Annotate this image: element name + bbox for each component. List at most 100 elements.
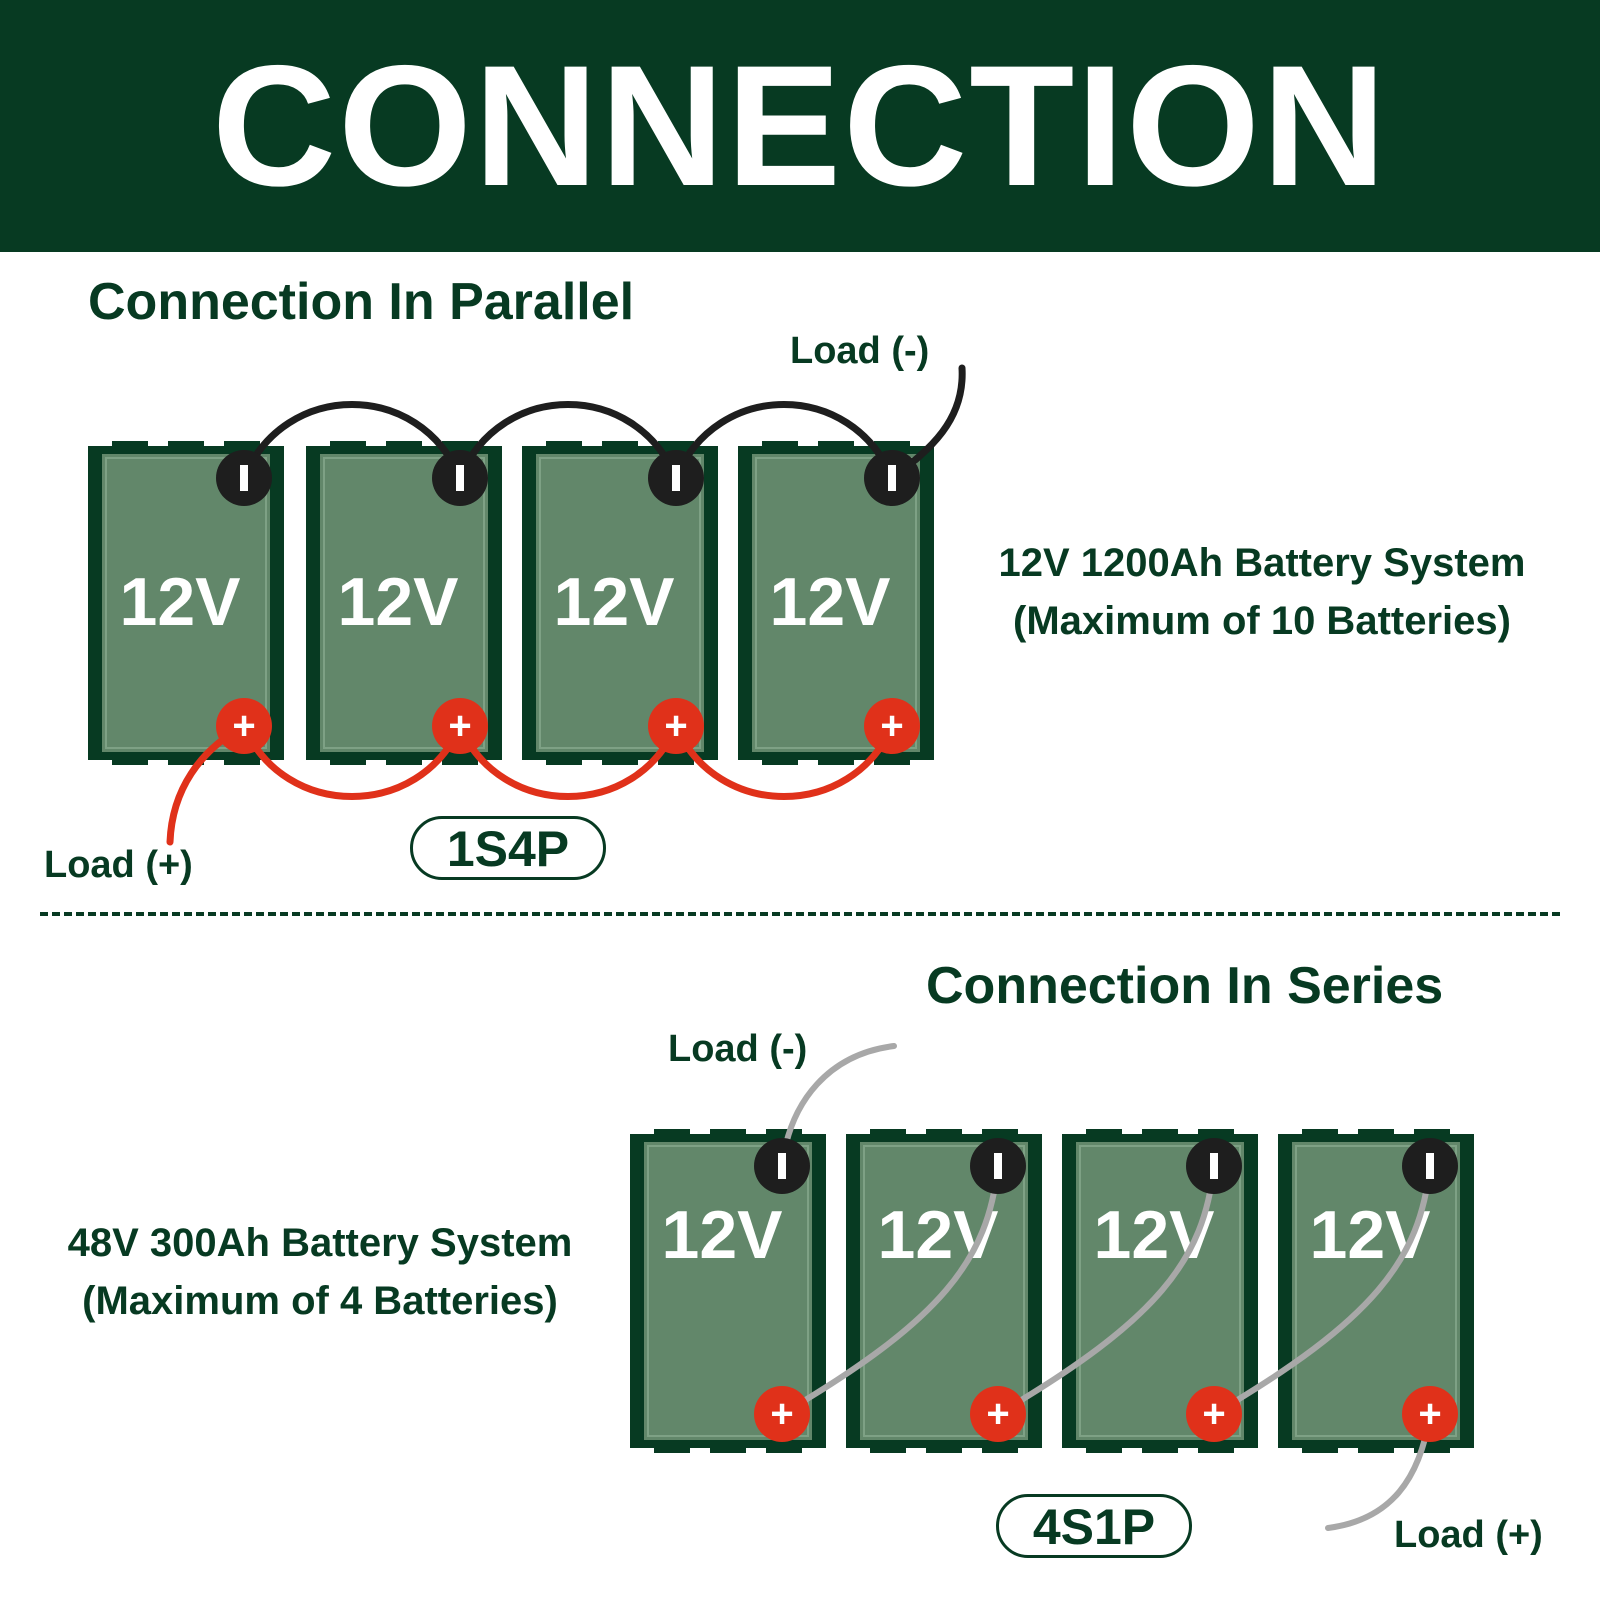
terminal-bar [456,465,464,491]
battery-edge-top [846,1134,1042,1142]
parallel-load-positive-label: Load (+) [44,844,193,886]
positive-terminal-icon [648,698,704,754]
battery-inner-outline [539,457,701,749]
parallel-negative-terminal-3 [648,450,704,506]
terminal-bar [888,465,896,491]
battery-edge-left [88,446,102,760]
series-positive-terminal-1: + [754,1386,810,1442]
terminal-bar [672,465,680,491]
terminal-symbol: + [664,704,687,748]
series-negative-terminal-2 [970,1138,1026,1194]
battery-edge-bottom [1062,1440,1258,1448]
battery-bottom-notch [818,760,854,765]
parallel-negative-jumper-2 [456,401,680,482]
battery-edge-left [738,446,752,760]
terminal-symbol: + [448,704,471,748]
parallel-negative-jumper-1 [240,401,464,482]
positive-terminal-icon [1402,1386,1458,1442]
battery-voltage-label: 12V [554,564,675,640]
parallel-negative-jumper-3 [672,401,896,482]
battery-bottom-notch [602,760,638,765]
battery-bottom-notch [330,760,366,765]
battery-top-notch [1086,1129,1122,1134]
battery-edge-bottom [738,752,934,760]
positive-terminal-icon [970,1386,1026,1442]
battery-edge-bottom [306,752,502,760]
battery-top-notch [1414,1129,1450,1134]
battery-top-notch [330,441,366,446]
parallel-positive-jumper-3 [672,722,896,800]
parallel-load-negative-label: Load (-) [790,330,930,372]
terminals-layer: + + + + + + + + [216,450,1458,1442]
battery-edge-right [812,1134,826,1448]
battery-top-notch [762,441,798,446]
terminal-symbol: + [232,704,255,748]
battery-edge-right [1460,1134,1474,1448]
battery-top-notch [658,441,694,446]
battery-edge-left [306,446,320,760]
parallel-positive-terminal-1: + [216,698,272,754]
terminal-symbol: + [880,704,903,748]
parallel-negative-terminal-2 [432,450,488,506]
terminal-bar [1426,1153,1434,1179]
battery-bottom-notch [386,760,422,765]
battery-bottom-notch [874,760,910,765]
parallel-system-description: 12V 1200Ah Battery System (Maximum of 10… [962,534,1562,650]
series-system-line1: 48V 300Ah Battery System [67,1221,573,1265]
parallel-battery-2: 12V [306,441,502,765]
series-section-title: Connection In Series [926,957,1444,1015]
terminal-symbol: + [986,1392,1009,1436]
series-positive-terminal-4: + [1402,1386,1458,1442]
positive-terminal-icon [216,698,272,754]
battery-edge-bottom [846,1440,1042,1448]
battery-voltage-label: 12V [120,564,241,640]
positive-terminal-icon [432,698,488,754]
battery-top-notch [1302,1129,1338,1134]
battery-edge-bottom [630,1440,826,1448]
battery-edge-top [738,446,934,454]
battery-edge-bottom [88,752,284,760]
wires-front-layer [166,364,1433,1531]
battery-edge-left [1062,1134,1076,1448]
battery-voltage-label: 12V [770,564,891,640]
terminal-symbol: + [1202,1392,1225,1436]
battery-top-notch [546,441,582,446]
battery-edge-left [846,1134,860,1448]
parallel-system-line1: 12V 1200Ah Battery System [998,541,1526,585]
terminal-symbol: + [1418,1392,1441,1436]
series-configuration-badge: 4S1P [996,1494,1192,1558]
battery-bottom-notch [112,760,148,765]
battery-inner-outline [1295,1145,1457,1437]
terminal-symbol: + [770,1392,793,1436]
positive-terminal-icon [754,1386,810,1442]
series-positive-terminal-2: + [970,1386,1026,1442]
parallel-negative-terminal-4 [864,450,920,506]
battery-top-notch [818,441,854,446]
parallel-positive-terminal-2: + [432,698,488,754]
battery-inner-outline [105,457,267,749]
battery-inner-outline [647,1145,809,1437]
battery-top-notch [710,1129,746,1134]
battery-edge-top [88,446,284,454]
battery-top-notch [870,1129,906,1134]
series-negative-terminal-1 [754,1138,810,1194]
battery-bottom-notch [762,760,798,765]
battery-edge-right [1028,1134,1042,1448]
battery-bottom-notch [658,760,694,765]
battery-bottom-notch [1302,1448,1338,1453]
parallel-positive-terminal-4: + [864,698,920,754]
parallel-positive-jumper-2 [456,722,680,800]
battery-edge-bottom [1278,1440,1474,1448]
series-jumper-3 [1211,1163,1433,1417]
battery-top-notch [112,441,148,446]
battery-edge-top [306,446,502,454]
battery-edge-right [488,446,502,760]
battery-top-notch [168,441,204,446]
series-negative-terminal-4 [1402,1138,1458,1194]
battery-bottom-notch [710,1448,746,1453]
battery-top-notch [442,441,478,446]
battery-edge-right [270,446,284,760]
battery-edge-right [920,446,934,760]
battery-bottom-notch [766,1448,802,1453]
